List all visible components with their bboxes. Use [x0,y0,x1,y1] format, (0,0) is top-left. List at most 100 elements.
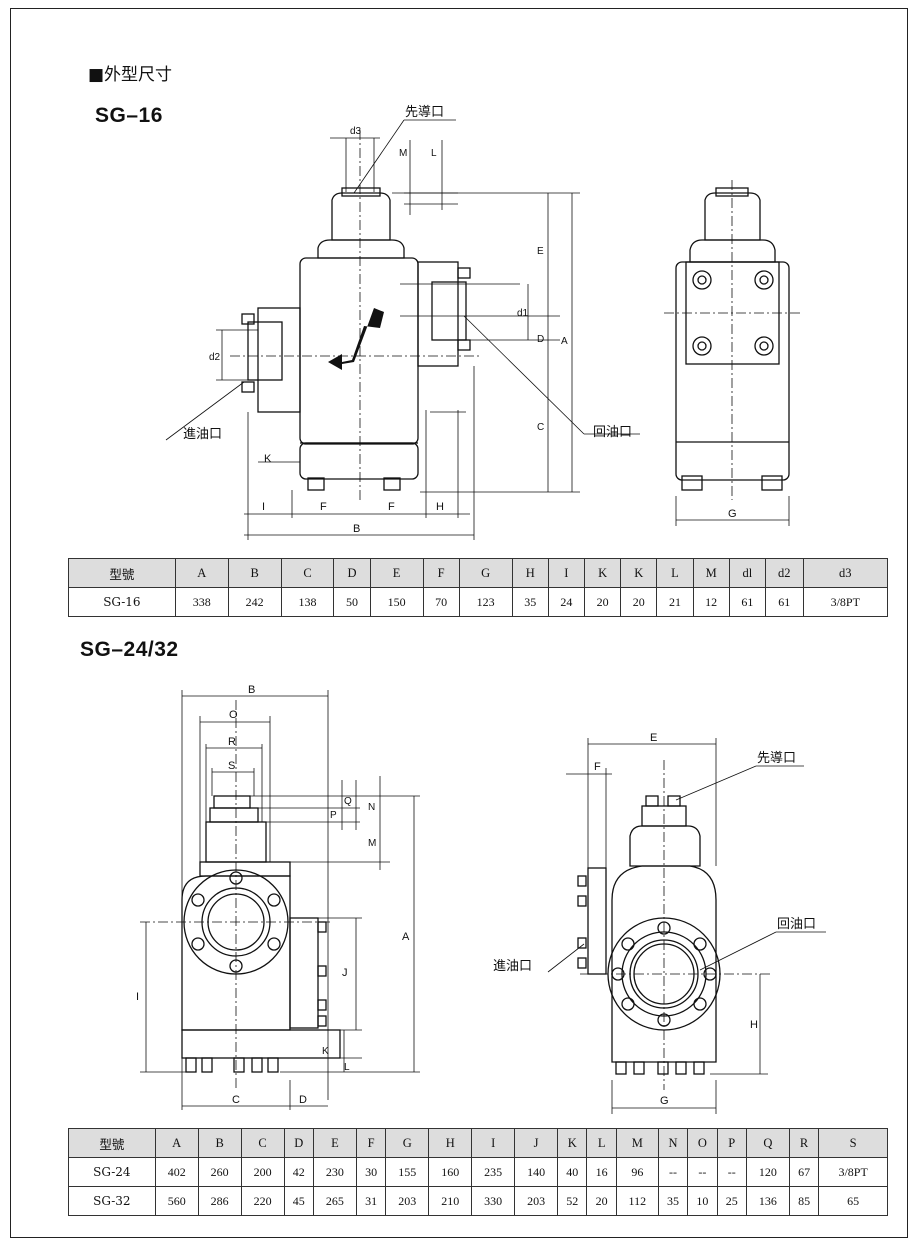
sg16-title: SG–16 [95,104,163,127]
table-header-cell: D [333,558,371,588]
sg2432-dim-R: R [228,736,236,748]
table-header-cell: K [620,558,658,588]
sg16-dim-M: M [399,148,407,159]
sg16-dim-F1: F [320,501,327,513]
table-cell: 31 [355,1186,387,1216]
table-cell: 560 [154,1186,199,1216]
table-cell: 10 [687,1186,718,1216]
sg2432-dim-I: I [136,991,139,1003]
sg2432-dim-M: M [368,838,376,849]
sg16-dim-C: C [537,422,544,433]
table-cell: 123 [458,587,513,617]
table-cell: 150 [369,587,424,617]
table-cell: 50 [333,587,371,617]
table-header-cell: G [458,558,513,588]
table-header-cell: B [197,1128,242,1158]
table-cell: 40 [557,1157,588,1187]
table-cell: 235 [471,1157,516,1187]
table-cell: 136 [745,1186,790,1216]
table-header-cell: C [280,558,335,588]
sg2432-dim-B: B [248,684,255,696]
sg2432-dim-J: J [342,967,348,979]
sg2432-dim-A: A [402,931,410,943]
page-frame [10,8,908,1238]
sg16-dim-d1: d1 [517,308,529,319]
table-cell: 230 [312,1157,357,1187]
table-header-cell: d3 [802,558,888,588]
sg16-dim-H: H [436,501,444,513]
table-header-cell: B [227,558,282,588]
table-cell: 67 [788,1157,820,1187]
table-cell: 20 [583,587,622,617]
table-cell: 220 [240,1186,285,1216]
sg2432-dim-H: H [750,1019,758,1031]
table-header-cell: M [692,558,730,588]
table-cell: 20 [586,1186,617,1216]
table-cell: 155 [385,1157,430,1187]
table-cell: 330 [471,1186,516,1216]
table-cell: SG-24 [68,1157,156,1187]
table-cell: SG-32 [68,1186,156,1216]
sg16-side-view [664,180,800,526]
table-cell: -- [716,1157,747,1187]
table-cell: 16 [586,1157,617,1187]
sg2432-dim-P: P [330,810,337,821]
sg2432-return-port-label: 回油口 [777,917,816,932]
table-cell: 85 [788,1186,820,1216]
table-header-cell: 型號 [68,558,176,588]
sg2432-dim-Q: Q [344,796,352,807]
sg2432-side-view [547,738,826,1114]
table-header-cell: 型號 [68,1128,156,1158]
table-header-cell: E [312,1128,357,1158]
sg16-pilot-port-label: 先導口 [405,105,444,120]
table-cell: 24 [547,587,585,617]
table-header-cell: L [656,558,694,588]
sg2432-dim-N: N [368,802,375,813]
sg2432-title: SG–24/32 [80,638,179,661]
table-cell: -- [657,1157,689,1187]
section-title: ■外型尺寸 [88,65,173,85]
table-cell: 203 [514,1186,559,1216]
sg16-dim-d3: d3 [350,126,362,137]
table-cell: 42 [283,1157,314,1187]
table-header-cell: dl [728,558,766,588]
table-header-cell: M [615,1128,659,1158]
sg2432-dim-F: F [594,761,601,773]
sg2432-dim-S: S [228,760,235,772]
table-cell: 12 [692,587,730,617]
table-cell: 203 [385,1186,430,1216]
table-header-cell: D [283,1128,314,1158]
table-cell: 96 [615,1157,659,1187]
table-cell: 3/8PT [802,587,888,617]
sg16-dim-I: I [262,501,265,513]
table-header-cell: d2 [764,558,804,588]
sg16-return-port-label: 回油口 [593,425,632,440]
table-cell: 140 [514,1157,559,1187]
table-cell: 120 [745,1157,790,1187]
table-cell: 70 [422,587,460,617]
table-cell: 52 [557,1186,588,1216]
table-cell: 3/8PT [818,1157,888,1187]
sg2432-dim-G: G [660,1095,669,1107]
sg2432-inlet-port-label: 進油口 [493,959,532,974]
table-header-cell: E [369,558,424,588]
table-cell: 242 [227,587,282,617]
sg2432-dim-K: K [322,1046,329,1057]
table-header-cell: J [514,1128,559,1158]
table-header-cell: N [657,1128,689,1158]
table-header-cell: K [557,1128,588,1158]
table-cell: 112 [615,1186,659,1216]
sg16-dim-F2: F [388,501,395,513]
sg2432-front-view [140,690,420,1110]
table-header-cell: C [240,1128,285,1158]
table-cell: 138 [280,587,335,617]
sg16-dim-A: A [561,336,568,347]
table-header-cell: G [385,1128,430,1158]
